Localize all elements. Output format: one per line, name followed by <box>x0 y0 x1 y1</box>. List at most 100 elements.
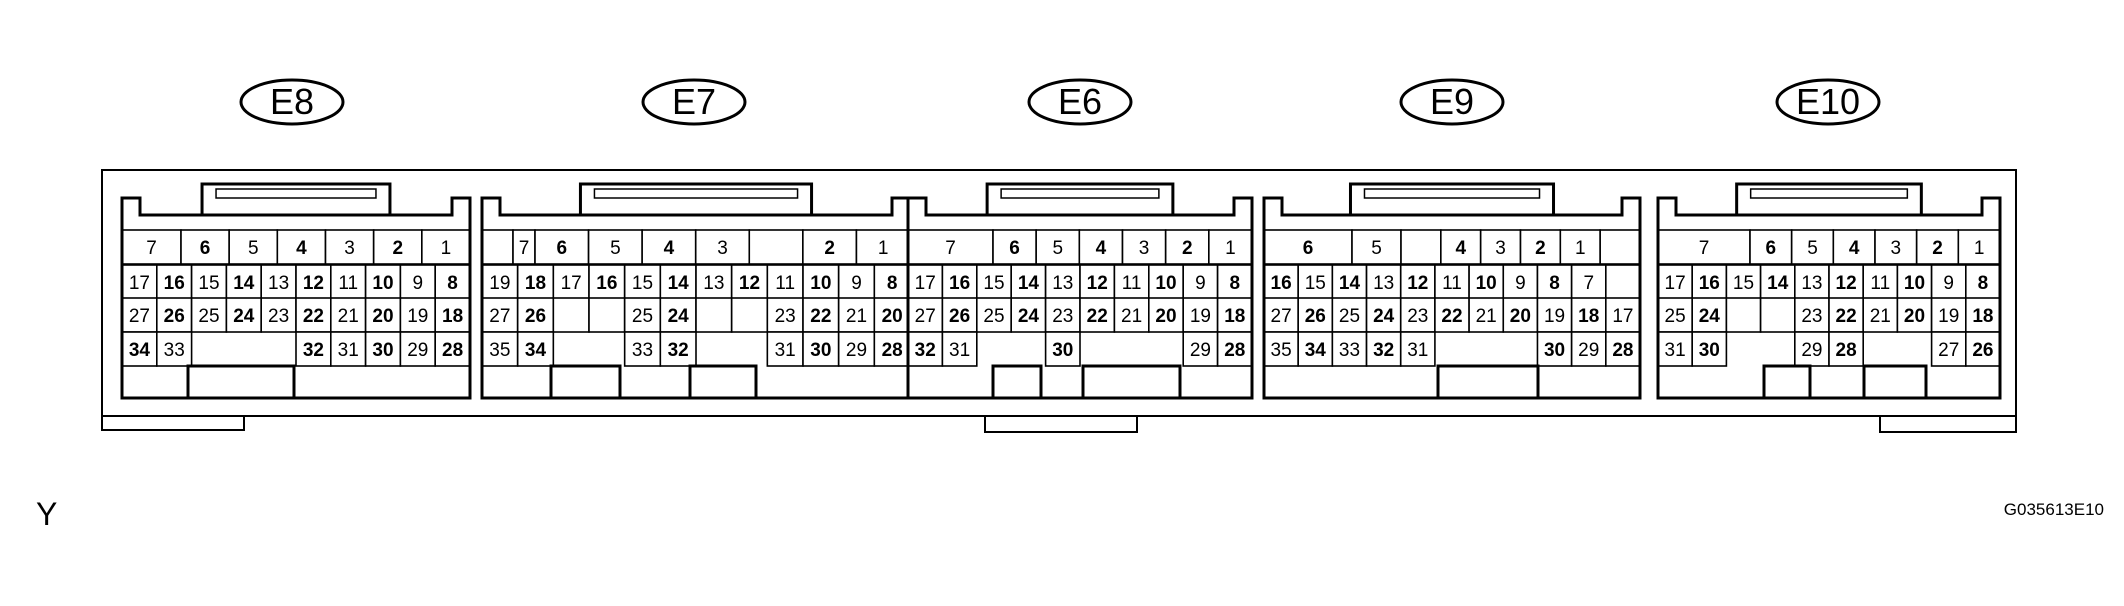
pin-cell: 1 <box>1559 229 1601 265</box>
pin-number: 30 <box>1699 340 1720 361</box>
pin-number: 20 <box>372 306 393 327</box>
pin-number: 24 <box>233 306 255 327</box>
pin-number: 25 <box>198 306 219 327</box>
pin-number: 19 <box>1190 306 1211 327</box>
pin-cell: 15 <box>1725 264 1762 300</box>
pin-cell: 30 <box>1044 331 1081 367</box>
pin-number: 19 <box>407 306 428 327</box>
pin-cell: 28 <box>1828 331 1865 367</box>
connector-outline <box>480 196 912 400</box>
pin-cell: 12 <box>1399 264 1436 300</box>
pin-number: 19 <box>489 273 510 294</box>
pin-number: 17 <box>915 273 936 294</box>
pin-number: 32 <box>668 340 689 361</box>
pin-number: 24 <box>668 306 690 327</box>
pin-number: 4 <box>664 238 675 259</box>
cutout-outline <box>1862 364 1928 398</box>
connector-label-oval <box>1775 78 1881 126</box>
pin-number: 8 <box>447 273 458 294</box>
bottom-cutout <box>1083 368 1180 400</box>
pin-cell: 34 <box>1297 331 1334 367</box>
pin-cell: 25 <box>975 297 1012 333</box>
pin-number: 27 <box>1938 340 1959 361</box>
pin-number: 2 <box>1535 238 1546 259</box>
pin-cell: 23 <box>1399 297 1436 333</box>
pin-cell: 24 <box>1010 297 1047 333</box>
pin-number: 12 <box>1836 273 1857 294</box>
pin-number: 27 <box>1271 306 1292 327</box>
pin-cell: 18 <box>434 297 471 333</box>
pin-cell: 3 <box>1874 229 1918 265</box>
pin-cell: 12 <box>1828 264 1865 300</box>
figure-code: G035613E10 <box>2003 500 2104 519</box>
pin-number: 18 <box>442 306 463 327</box>
cutout-outline <box>1436 364 1540 398</box>
pin-cell: 6 <box>1263 229 1353 265</box>
housing-tab-center <box>984 415 1138 433</box>
orientation-mark: Y <box>36 496 58 532</box>
pin-cell: 18 <box>1965 297 2001 333</box>
pin-number: 26 <box>949 306 970 327</box>
pin-cell: 33 <box>1331 331 1368 367</box>
pin-number: 21 <box>1121 306 1142 327</box>
pin-cell: 8 <box>1536 264 1573 300</box>
pin-number: 7 <box>146 238 157 259</box>
pin-cell: 11 <box>1862 264 1899 300</box>
pin-cell: 28 <box>434 331 471 367</box>
pin-cell <box>1725 297 1762 333</box>
pin-number: 3 <box>1495 238 1506 259</box>
pin-number: 13 <box>1052 273 1073 294</box>
pin-number: 14 <box>1767 273 1789 294</box>
pin-cell: 22 <box>802 297 840 333</box>
pin-cell: 11 <box>1113 264 1150 300</box>
pin-cell: 26 <box>1297 297 1334 333</box>
pin-number: 10 <box>1155 273 1176 294</box>
pin-cell <box>1400 229 1442 265</box>
pin-number: 35 <box>1271 340 1292 361</box>
pin-cell: 19 <box>1930 297 1967 333</box>
pin-cell: 10 <box>802 264 840 300</box>
pin-cell: 25 <box>623 297 662 333</box>
pin-number: 15 <box>198 273 219 294</box>
pin-cell: 32 <box>659 331 697 367</box>
pin-cell: 4 <box>1440 229 1482 265</box>
pin-number: 2 <box>824 238 835 259</box>
pin-number: 25 <box>632 306 653 327</box>
pin-cell: 15 <box>190 264 228 300</box>
pin-cell: 27 <box>907 297 944 333</box>
pin-cell: 22 <box>1079 297 1116 333</box>
bottom-cutout <box>1438 368 1538 400</box>
pin-cell: 10 <box>364 264 402 300</box>
connector-label: E8 <box>270 81 314 122</box>
connector-outline <box>1656 196 2002 400</box>
pin-number: 32 <box>915 340 936 361</box>
pin-cell: 11 <box>766 264 804 300</box>
latch-slot <box>1000 188 1160 199</box>
pin-number: 11 <box>775 273 795 294</box>
pin-number: 10 <box>1904 273 1925 294</box>
pin-cell: 29 <box>1570 331 1607 367</box>
pin-cell: 19 <box>399 297 436 333</box>
pin-number: 33 <box>632 340 653 361</box>
pin-cell: 7 <box>1657 229 1751 265</box>
pin-number: 34 <box>1305 340 1327 361</box>
pin-cell: 10 <box>1148 264 1185 300</box>
pin-cell <box>1759 297 1796 333</box>
pin-cell: 3 <box>1121 229 1167 265</box>
pin-cell: 14 <box>225 264 262 300</box>
pin-cell: 34 <box>516 331 555 367</box>
pin-cell: 9 <box>1930 264 1967 300</box>
pin-cell: 32 <box>1365 331 1402 367</box>
pin-cell: 24 <box>225 297 262 333</box>
pin-number: 7 <box>945 238 956 259</box>
pin-cell: 1 <box>1208 229 1253 265</box>
pin-number: 26 <box>164 306 185 327</box>
pin-number: 22 <box>303 306 324 327</box>
pin-cell: 13 <box>260 264 297 300</box>
pin-number: 13 <box>268 273 289 294</box>
pin-number: 17 <box>1612 306 1633 327</box>
pin-number: 32 <box>303 340 324 361</box>
pin-cell: 9 <box>837 264 876 300</box>
pin-cell: 30 <box>1536 331 1573 367</box>
